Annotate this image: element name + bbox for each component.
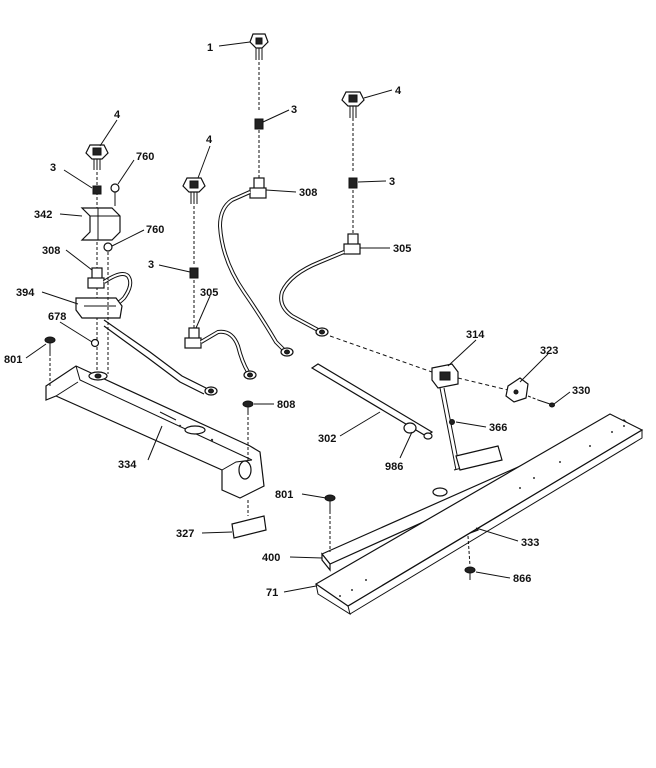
callout-label: 1 — [207, 42, 213, 54]
fitting-308-left — [87, 267, 105, 289]
spud-3-right — [348, 177, 358, 189]
tube-left-long — [103, 319, 207, 389]
callout-label: 678 — [48, 311, 66, 323]
panel-71 — [314, 413, 644, 616]
callout-label: 333 — [521, 537, 539, 549]
valve-4-left — [85, 144, 109, 170]
callout-label: 308 — [299, 187, 317, 199]
spud-3 — [254, 118, 264, 130]
callout-label: 323 — [540, 345, 558, 357]
bracket-342 — [80, 207, 121, 241]
manifold-bracket-334 — [45, 365, 265, 499]
callout-label: 3 — [389, 176, 395, 188]
callout-label: 330 — [572, 385, 590, 397]
callout-label: 986 — [385, 461, 403, 473]
callout-label: 327 — [176, 528, 194, 540]
callout-label: 3 — [50, 162, 56, 174]
callout-label: 808 — [277, 399, 295, 411]
screw-801-right — [324, 494, 336, 514]
fitting-305-right — [343, 233, 361, 255]
valve-314 — [431, 363, 459, 389]
valve-4-right — [341, 91, 365, 118]
callout-label: 3 — [291, 104, 297, 116]
screw-760 — [110, 183, 120, 193]
callout-label: 801 — [275, 489, 293, 501]
callout-label: 4 — [395, 85, 402, 97]
callout-label: 71 — [266, 587, 278, 599]
callout-label: 866 — [513, 573, 531, 585]
callout-label: 394 — [16, 287, 35, 299]
clip-366 — [449, 419, 455, 425]
fitting-305-middle — [184, 327, 202, 349]
screw-330 — [537, 399, 555, 408]
callout-label: 801 — [4, 354, 22, 366]
screw-760 — [103, 242, 113, 252]
rod-302 — [310, 363, 434, 440]
callout-label: 334 — [118, 459, 137, 471]
callout-label: 760 — [136, 151, 154, 163]
screw-808 — [242, 400, 254, 414]
callout-label: 314 — [466, 329, 485, 341]
callout-label: 760 — [146, 224, 164, 236]
screw-866 — [464, 566, 476, 580]
callout-label: 308 — [42, 245, 60, 257]
callout-label: 305 — [200, 287, 218, 299]
screw-801-left — [44, 336, 56, 356]
callout-label: 302 — [318, 433, 336, 445]
bracket-323 — [505, 377, 529, 403]
valve-1 — [249, 33, 269, 60]
callout-label: 400 — [262, 552, 280, 564]
tube-nut — [280, 347, 294, 357]
tube-305-right — [279, 250, 345, 332]
leader-lines — [25, 41, 571, 593]
valve-4-middle — [182, 177, 206, 204]
callout-label: 366 — [489, 422, 507, 434]
callout-label: 4 — [114, 109, 121, 121]
callout-label: 342 — [34, 209, 52, 221]
tube-308 — [217, 190, 288, 354]
bracket-394 — [75, 297, 123, 319]
shield-327 — [231, 515, 267, 539]
clip-678 — [90, 338, 100, 348]
callout-label: 3 — [148, 259, 154, 271]
fitting-308-upper — [249, 177, 267, 199]
callout-label: 4 — [206, 134, 213, 146]
callout-label: 305 — [393, 243, 411, 255]
